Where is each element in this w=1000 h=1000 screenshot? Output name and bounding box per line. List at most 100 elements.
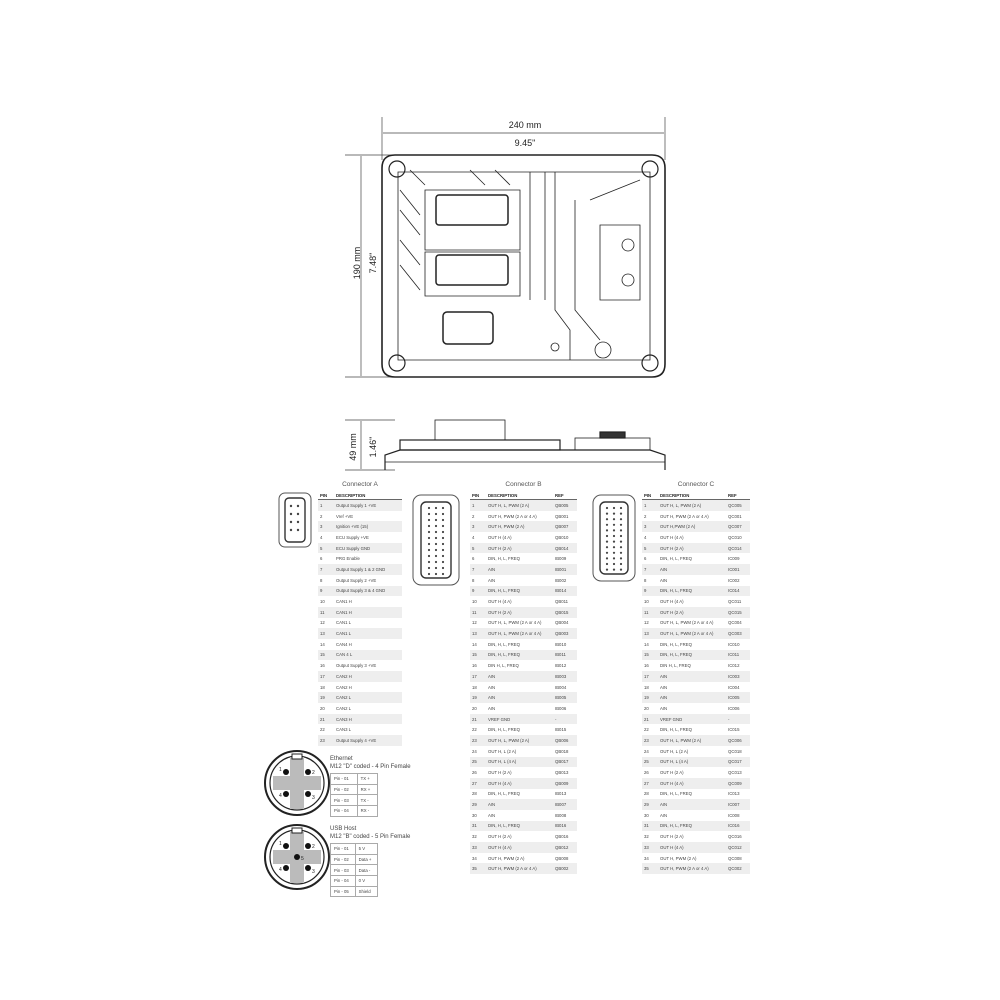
pin-dot (619, 557, 623, 560)
connector-c-face-icon (592, 494, 636, 582)
pin-cell: Pin - 02 (330, 783, 358, 796)
pin-cell: 7 (318, 564, 334, 575)
pin-cell: 26 (472, 770, 477, 776)
pin-cell: Pin - 04 (330, 875, 356, 887)
description-cell: OUT H (2 A) (658, 606, 726, 618)
ref-cell: QB018 (555, 748, 569, 754)
description-cell: DIN, H, L, FREQ (658, 820, 726, 832)
pin-cell: 32 (644, 834, 649, 840)
pin-cell: 14 (472, 641, 477, 647)
pin-cell: 25 (642, 756, 658, 768)
pin-cell: 22 (472, 727, 477, 733)
description-cell: OUT H (4 A) (488, 534, 512, 540)
ref-cell: IB011 (553, 649, 577, 661)
pin-dot (441, 518, 445, 522)
pin-dot (612, 523, 616, 526)
ref-cell: QB010 (555, 534, 569, 540)
pin-number: 1 (279, 841, 282, 847)
description-cell: AIN (486, 799, 553, 810)
pin-cell: 11 (318, 606, 334, 618)
pin-dot (434, 560, 438, 564)
pin-dot (612, 512, 616, 515)
pin-cell: 19 (470, 692, 486, 704)
description-cell: CAN2 H (336, 684, 352, 690)
pin-dot (441, 566, 445, 570)
pin-dot (427, 530, 431, 534)
pin-cell: 17 (642, 671, 658, 682)
pin-dot (612, 534, 616, 538)
pin-dot (434, 548, 438, 552)
pin-cell: 1 (470, 499, 486, 511)
ref-cell: IB006 (555, 705, 567, 711)
ethernet-title: Ethernet (330, 756, 353, 762)
ref-cell: QC016 (728, 834, 742, 840)
description-cell: AIN (486, 692, 553, 704)
pin-cell: 18 (644, 684, 649, 690)
pin-cell: 30 (644, 812, 649, 818)
ref-cell: QC001 (728, 513, 742, 519)
pin-dot (619, 534, 623, 538)
ethernet-m12-connector-icon: 1 2 3 4 (264, 750, 330, 816)
ref-cell: IC003 (726, 671, 750, 682)
pin-dot (434, 512, 438, 516)
pin-cell: 9 (642, 585, 658, 597)
pin-cell: 28 (472, 791, 477, 797)
pin-dot (619, 568, 623, 571)
pin-cell: 24 (644, 748, 649, 754)
ref-cell: IB007 (553, 799, 577, 810)
pin-cell: 10 (320, 599, 325, 605)
description-cell: OUT H, L (4 A) (486, 756, 553, 768)
ecu-side-view (384, 419, 666, 470)
pin-number: 4 (279, 867, 282, 873)
description-cell: 0 V (354, 875, 379, 887)
pin-dot (605, 551, 609, 554)
ref-cell: IB013 (555, 791, 567, 797)
pin-dot (434, 530, 438, 534)
pin-cell: 31 (642, 820, 658, 832)
description-cell: OUT H, L, PWM (2 A or 4 A) (660, 620, 714, 626)
description-cell: OUT H, L, PWM (2 A) (486, 735, 553, 746)
pin-header: PIN (642, 492, 658, 500)
pin-dot (619, 540, 623, 543)
pin-dot (612, 557, 616, 560)
description-cell: VREF GND (658, 713, 726, 725)
pin-cell: 20 (644, 705, 649, 711)
description-cell: Data - (354, 864, 379, 877)
pin-dot (619, 518, 623, 521)
description-cell: RX - (356, 805, 379, 817)
ethernet-subtitle: M12 "D" coded - 4 Pin Female (330, 764, 411, 770)
pin-number: 2 (312, 844, 315, 850)
pin-dot (619, 551, 623, 554)
description-cell: AIN (488, 705, 496, 711)
pin-dot (605, 568, 609, 571)
pin-cell: 9 (318, 585, 334, 597)
pin-cell: 1 (318, 499, 334, 511)
description-cell: DIN, H, L, FREQ (660, 556, 692, 562)
pin-dot (612, 506, 616, 510)
pin-cell: 4 (320, 534, 323, 540)
